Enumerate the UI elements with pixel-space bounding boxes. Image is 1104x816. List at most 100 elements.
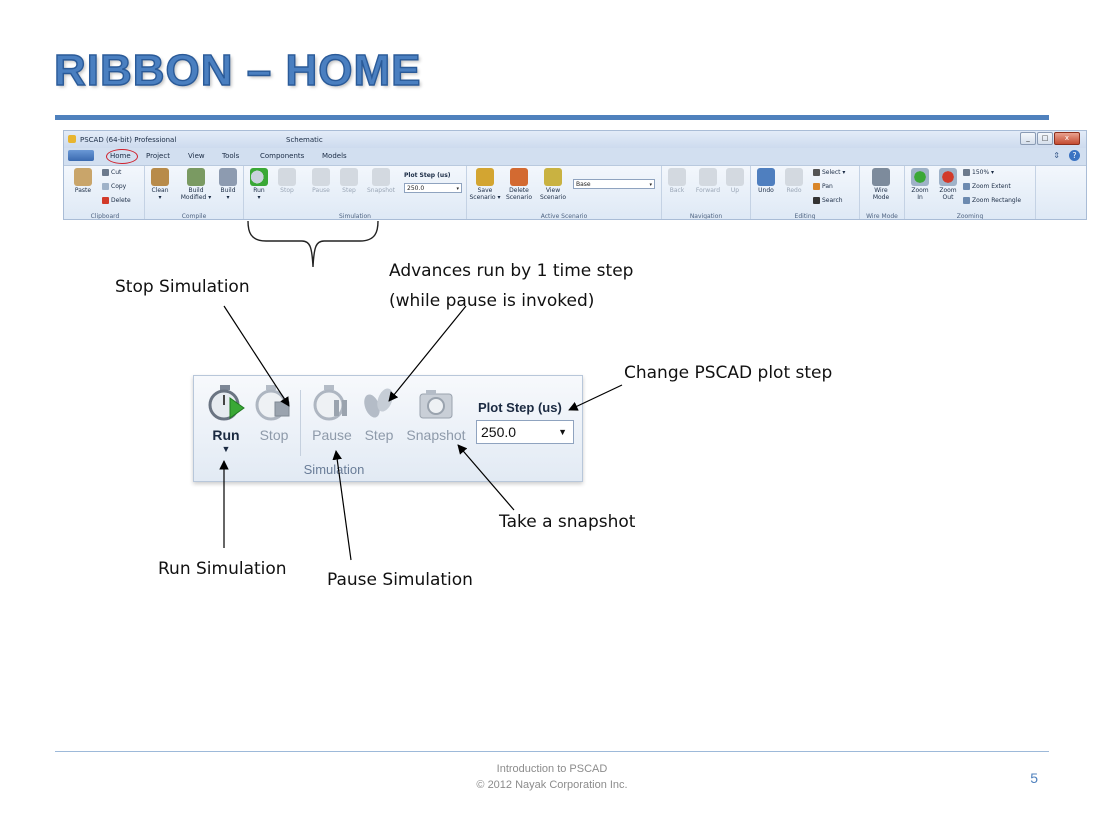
copy-icon — [102, 183, 109, 190]
save-scenario-icon — [476, 168, 494, 186]
slide-title: RIBBON – HOME — [53, 45, 422, 95]
group-clipboard: Paste Cut Copy Delete Clipboard — [66, 166, 145, 220]
callout-pause-simulation: Pause Simulation — [327, 570, 473, 590]
stop-stopwatch-icon — [278, 168, 296, 186]
up-button[interactable]: Up — [724, 168, 746, 194]
zoom-extent-button[interactable]: Zoom Extent — [963, 183, 1011, 190]
forward-button[interactable]: Forward — [692, 168, 724, 194]
footer-divider — [55, 751, 1049, 752]
scissors-icon — [102, 169, 109, 176]
zoom-snapshot-label: Snapshot — [406, 427, 466, 443]
zoom-extent-icon — [963, 183, 970, 190]
redo-icon — [785, 168, 803, 186]
zoom-group-label: Simulation — [303, 462, 365, 477]
broom-icon — [151, 168, 169, 186]
group-label-editing: Editing — [794, 213, 816, 220]
callout-stop-simulation: Stop Simulation — [115, 277, 250, 297]
undo-icon — [757, 168, 775, 186]
ribbon-screenshot: PSCAD (64-bit) Professional Schematic _□… — [63, 130, 1087, 220]
search-button[interactable]: Search — [813, 197, 843, 204]
stop-button[interactable]: Stop — [274, 168, 300, 194]
pause-stopwatch-icon — [313, 385, 347, 421]
zoom-pause-button[interactable]: Pause — [310, 384, 354, 443]
pscad-logo-icon — [68, 135, 76, 143]
cut-button[interactable]: Cut — [102, 169, 121, 176]
scenario-combo[interactable]: Base▾ — [573, 179, 655, 189]
simulation-group-bracket — [247, 221, 379, 268]
build-button[interactable]: Build▾ — [215, 168, 241, 201]
pan-button[interactable]: Pan — [813, 183, 833, 190]
ribbon-minimize-icon[interactable]: ⇕ — [1053, 151, 1060, 160]
redo-button[interactable]: Redo — [781, 168, 807, 194]
group-label-clipboard: Clipboard — [90, 213, 120, 220]
zoom-rectangle-button[interactable]: Zoom Rectangle — [963, 197, 1021, 204]
delete-scenario-icon — [510, 168, 528, 186]
zoom-run-button[interactable]: Run ▼ — [206, 384, 246, 454]
tab-view[interactable]: View — [188, 152, 205, 160]
tab-tools[interactable]: Tools — [222, 152, 240, 160]
maximize-button[interactable]: □ — [1037, 132, 1053, 145]
window-title-bar: PSCAD (64-bit) Professional Schematic _□… — [64, 131, 1086, 149]
snapshot-button[interactable]: Snapshot — [364, 168, 398, 194]
tab-components[interactable]: Components — [260, 152, 305, 160]
help-icon[interactable]: ? — [1069, 150, 1080, 161]
close-button[interactable]: x — [1054, 132, 1080, 145]
group-label-active-scenario: Active Scenario — [540, 213, 588, 220]
back-button[interactable]: Back — [664, 168, 690, 194]
zoom-plot-step-combo[interactable]: 250.0 ▼ — [476, 420, 574, 444]
footer-course-title: Introduction to PSCAD — [496, 763, 608, 775]
group-editing: Undo Redo Select ▾ Pan Search Editing — [751, 166, 860, 220]
run-button[interactable]: Run▾ — [246, 168, 272, 201]
tab-home[interactable]: Home — [110, 152, 131, 160]
copy-button[interactable]: Copy — [102, 183, 126, 190]
zoom-snapshot-button[interactable]: Snapshot — [404, 384, 468, 443]
plot-step-combo[interactable]: 250.0▾ — [404, 183, 462, 193]
zoom-step-label: Step — [364, 427, 394, 443]
delete-button[interactable]: Delete — [102, 197, 131, 204]
up-arrow-icon — [726, 168, 744, 186]
zoom-pause-label: Pause — [312, 427, 352, 443]
magnifier-icon — [963, 169, 970, 176]
step-button[interactable]: Step — [336, 168, 362, 194]
group-simulation: Run▾ Stop Pause Step Snapshot Plot Step … — [244, 166, 467, 219]
stop-callout-arrow — [223, 305, 290, 407]
tab-models[interactable]: Models — [322, 152, 347, 160]
zoom-stop-label: Stop — [259, 427, 289, 443]
footer-copyright: © 2012 Nayak Corporation Inc. — [476, 779, 628, 791]
cursor-icon — [813, 169, 820, 176]
tab-project[interactable]: Project — [146, 152, 170, 160]
forward-arrow-icon — [699, 168, 717, 186]
callout-step-line2: (while pause is invoked) — [389, 291, 595, 311]
callout-snapshot: Take a snapshot — [499, 512, 636, 532]
chevron-down-icon: ▾ — [456, 186, 459, 192]
select-button[interactable]: Select ▾ — [813, 169, 845, 176]
clean-button[interactable]: Clean▾ — [147, 168, 173, 201]
pause-button[interactable]: Pause — [308, 168, 334, 194]
paste-button[interactable]: Paste — [70, 168, 96, 194]
group-label-navigation: Navigation — [689, 213, 723, 220]
zoom-rectangle-icon — [963, 197, 970, 204]
zoom-level-button[interactable]: 150% ▾ — [963, 169, 994, 176]
group-label-zooming: Zooming — [956, 213, 984, 220]
minimize-button[interactable]: _ — [1020, 132, 1036, 145]
build-modified-icon — [187, 168, 205, 186]
zoom-out-icon — [939, 168, 957, 186]
callout-plot-step: Change PSCAD plot step — [624, 363, 833, 383]
camera-icon — [372, 168, 390, 186]
undo-button[interactable]: Undo — [753, 168, 779, 194]
application-menu-button[interactable] — [68, 150, 94, 161]
chevron-down-icon: ▼ — [221, 444, 231, 454]
group-navigation: Back Forward Up Navigation — [662, 166, 751, 220]
group-label-compile: Compile — [181, 213, 207, 220]
zoom-run-label: Run — [212, 427, 240, 443]
wire-icon — [872, 168, 890, 186]
